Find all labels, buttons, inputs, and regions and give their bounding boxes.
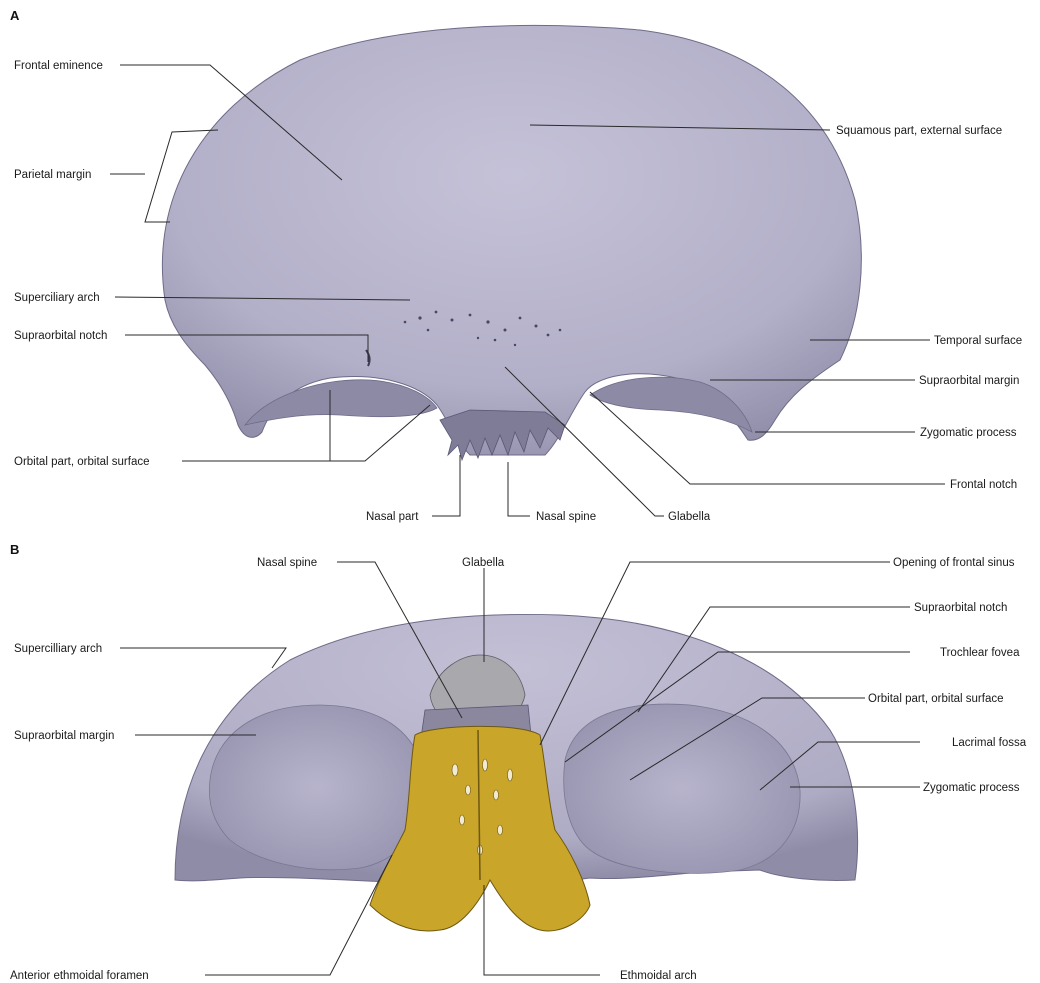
right-orbit-b — [209, 705, 425, 870]
frontal-bone-anterior-view — [162, 25, 861, 455]
label-superciliary-arch-b: Supercilliary arch — [14, 643, 102, 655]
panel-a: A — [10, 8, 1022, 523]
label-lacrimal-fossa: Lacrimal fossa — [952, 737, 1027, 749]
panel-b-letter: B — [10, 542, 19, 557]
label-opening-frontal-sinus: Opening of frontal sinus — [893, 557, 1015, 569]
label-trochlear-fovea: Trochlear fovea — [940, 647, 1020, 659]
panel-b: B — [10, 542, 1027, 982]
label-supraorbital-notch-a: Supraorbital notch — [14, 330, 107, 342]
label-ethmoidal-arch: Ethmoidal arch — [620, 970, 697, 982]
label-supraorbital-margin-a: Supraorbital margin — [919, 375, 1019, 387]
label-parietal-margin: Parietal margin — [14, 169, 91, 181]
label-zygomatic-process-b: Zygomatic process — [923, 782, 1020, 794]
panel-a-letter: A — [10, 8, 20, 23]
label-temporal-surface: Temporal surface — [934, 335, 1022, 347]
label-supraorbital-notch-b: Supraorbital notch — [914, 602, 1007, 614]
label-squamous-part: Squamous part, external surface — [836, 125, 1002, 137]
label-anterior-ethmoidal-foramen: Anterior ethmoidal foramen — [10, 970, 149, 982]
label-orbital-part-a: Orbital part, orbital surface — [14, 456, 150, 468]
label-nasal-spine-a: Nasal spine — [536, 511, 596, 523]
label-frontal-eminence: Frontal eminence — [14, 60, 103, 72]
label-glabella-a: Glabella — [668, 511, 711, 523]
label-glabella-b: Glabella — [462, 557, 505, 569]
label-nasal-part: Nasal part — [366, 511, 419, 523]
label-supraorbital-margin-b: Supraorbital margin — [14, 730, 114, 742]
label-frontal-notch: Frontal notch — [950, 479, 1017, 491]
label-nasal-spine-b: Nasal spine — [257, 557, 317, 569]
label-zygomatic-process-a: Zygomatic process — [920, 427, 1017, 439]
label-superciliary-arch-a: Superciliary arch — [14, 292, 100, 304]
label-orbital-part-b: Orbital part, orbital surface — [868, 693, 1004, 705]
